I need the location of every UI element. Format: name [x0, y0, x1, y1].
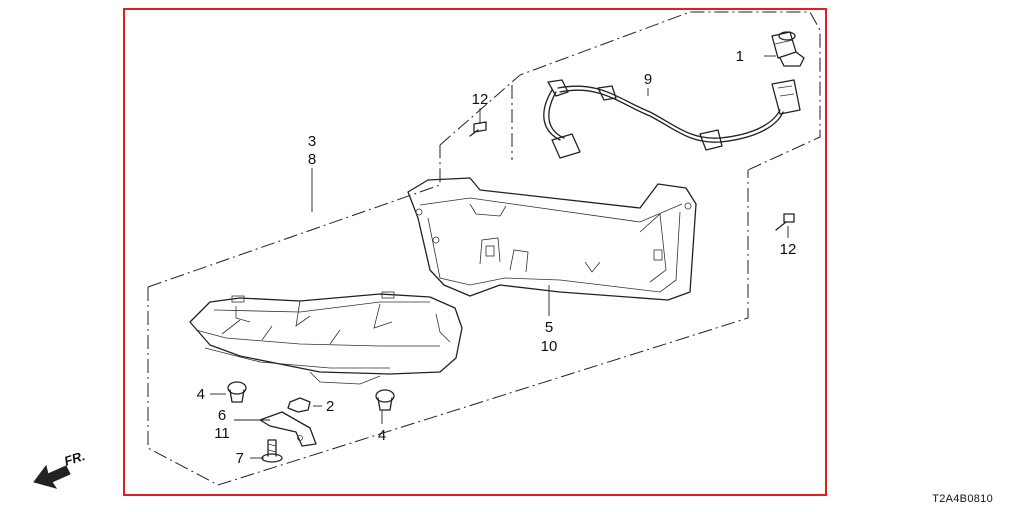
- leader-lines: [210, 55, 789, 459]
- assembly-boundary-lamp: [147, 145, 749, 486]
- nut-2: [287, 397, 311, 413]
- callout-6: 6: [218, 407, 226, 424]
- callout-1: 1: [736, 48, 744, 65]
- callout-9: 9: [644, 71, 652, 88]
- callout-4-left: 4: [197, 386, 205, 403]
- clip-4-left: [227, 381, 247, 403]
- callout-12-right: 12: [780, 241, 797, 258]
- diagram-code: T2A4B0810: [932, 493, 993, 505]
- wire-harness: [543, 79, 801, 159]
- callout-2: 2: [326, 398, 334, 415]
- callout-labels: 1 2 3 8 4 4 5 10 6 11 7 9 12 12: [197, 48, 797, 467]
- fog-lamp-bulb: [771, 31, 805, 67]
- clip-4-right: [375, 389, 395, 411]
- front-direction-arrow: FR.: [33, 448, 87, 489]
- plate-bracket: [259, 411, 317, 447]
- callout-8: 8: [308, 151, 316, 168]
- fog-lamp-housing: [189, 291, 463, 385]
- bolt-7: [261, 439, 283, 463]
- callout-3: 3: [308, 133, 316, 150]
- screw-12-right: [775, 213, 795, 231]
- callout-11: 11: [214, 425, 230, 442]
- fog-lamp-bracket: [407, 177, 697, 301]
- assembly-boundary-harness: [439, 11, 821, 171]
- front-arrow-label: FR.: [62, 448, 87, 469]
- callout-12-upper: 12: [472, 91, 489, 108]
- highlight-frame: [123, 8, 827, 496]
- callout-5: 5: [545, 319, 553, 336]
- screw-12-upper: [469, 121, 487, 137]
- callout-7: 7: [236, 450, 244, 467]
- callout-4-right: 4: [378, 427, 386, 444]
- callout-10: 10: [541, 338, 558, 355]
